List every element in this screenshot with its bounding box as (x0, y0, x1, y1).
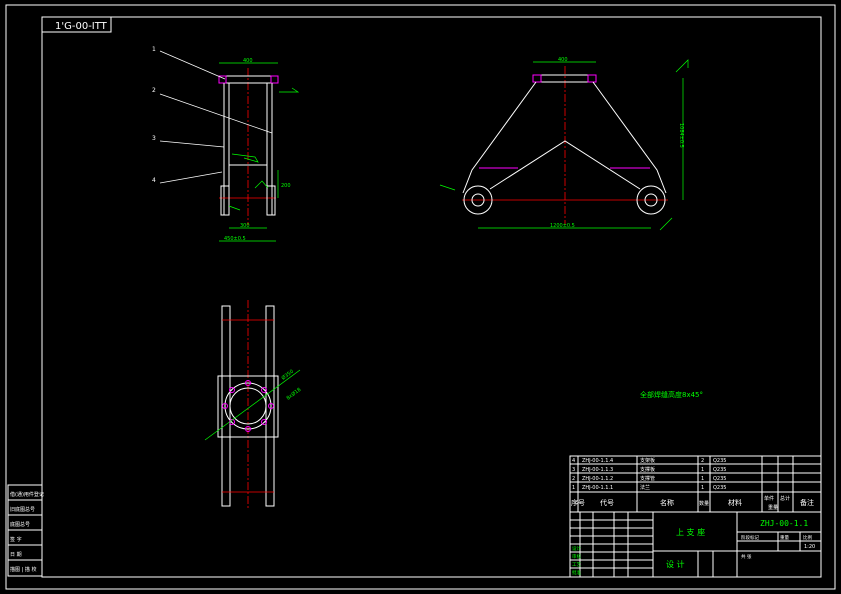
header-qty: 数量 (699, 500, 709, 507)
parts-list: 4 ZHJ-00-1.1.4 支架板 2 Q235 3 ZHJ-00-1.1.3… (569, 455, 822, 513)
tb-check: 审核 (572, 553, 581, 560)
side-view: 400 1084±0.5 1200±0.5 (439, 57, 689, 231)
tb-sheet: 共 张 (741, 553, 752, 560)
callout-3: 3 (152, 135, 156, 142)
part-row-0-item: 4 (572, 458, 575, 464)
header-item: 序号 (571, 498, 585, 507)
tb-stage: 阶段标记 (741, 534, 759, 541)
part-row-1-item: 3 (572, 467, 575, 473)
part-row-0-name: 支架板 (640, 457, 655, 464)
callout-2: 2 (152, 87, 156, 94)
strip-label-4: 日 期 (10, 552, 22, 558)
strip-label-0: 借(通)用件登记 (10, 491, 44, 498)
part-row-3-qty: 1 (701, 485, 704, 491)
part-row-2-item: 2 (572, 476, 575, 482)
outer-frame (5, 4, 836, 590)
dim-front-top: 400 (243, 58, 253, 64)
technical-note: 全部焊缝高度8x45° (640, 390, 703, 399)
dim-front-outer: 450±0.5 (224, 236, 246, 242)
strip-label-5: 描图 | 描 校 (10, 566, 36, 573)
title-block: 设计 审核 工艺 批准 上 支 座 设 计 ZHJ-00-1.1 阶段标记 重量… (569, 511, 822, 578)
part-row-1-material: Q235 (713, 467, 726, 473)
part-row-0-qty: 2 (701, 458, 704, 464)
tb-drawing-no: ZHJ-00-1.1 (760, 519, 808, 528)
tb-designer: 设计 (572, 545, 581, 552)
header-weight: 重量 (768, 504, 778, 511)
header-total: 总计 (780, 495, 790, 502)
callout-4: 4 (152, 177, 156, 184)
dim-front-inner: 300 (240, 223, 250, 229)
bolt-holes (222, 380, 274, 432)
tb-scale: 1:20 (804, 544, 815, 550)
part-row-1-code: ZHJ-00-1.1.3 (582, 467, 613, 473)
callout-1: 1 (152, 46, 156, 53)
front-view: 400 200 300 450±0.5 1 2 3 4 (152, 46, 300, 242)
part-row-3-item: 1 (572, 485, 575, 491)
part-row-0-code: ZHJ-00-1.1.4 (582, 458, 613, 464)
tb-scale-label: 比例 (803, 534, 812, 541)
dim-side-bottom: 1200±0.5 (550, 223, 575, 229)
part-row-2-qty: 1 (701, 476, 704, 482)
strip-label-2: 底图总号 (10, 521, 30, 528)
part-row-3-code: ZHJ-00-1.1.1 (582, 485, 613, 491)
drawing-number-box: 1'G-00-ITT (41, 16, 112, 33)
tb-weight: 重量 (780, 534, 789, 541)
tb-approve: 批准 (572, 569, 581, 576)
dim-side-height: 1084±0.5 (678, 123, 684, 148)
header-single: 单件 (764, 495, 774, 502)
strip-label-1: 旧底图总号 (10, 506, 35, 513)
strip-label-3: 签 字 (10, 536, 22, 543)
inner-frame (41, 16, 822, 578)
part-row-0-material: Q235 (713, 458, 726, 464)
dim-side-top: 400 (558, 57, 568, 63)
part-row-3-name: 法兰 (640, 484, 650, 491)
part-row-2-material: Q235 (713, 476, 726, 482)
plan-view: Ø350 8xØ18 (204, 300, 302, 508)
part-row-3-material: Q235 (713, 485, 726, 491)
header-material: 材料 (728, 498, 742, 507)
part-row-2-name: 支撑管 (640, 475, 655, 482)
tb-school: 设 计 (666, 559, 685, 569)
dim-front-right: 200 (281, 183, 291, 189)
part-row-2-code: ZHJ-00-1.1.2 (582, 476, 613, 482)
drawing-number-text: 1'G-00-ITT (55, 21, 108, 32)
weld-mark-right (270, 75, 279, 84)
tb-part-name: 上 支 座 (676, 527, 705, 537)
part-row-1-qty: 1 (701, 467, 704, 473)
dim-plan-bolts: 8xØ18 (285, 386, 302, 401)
header-remark: 备注 (800, 498, 814, 507)
left-strip: 借(通)用件登记 旧底图总号 底图总号 签 字 日 期 描图 | 描 校 (7, 484, 44, 577)
header-name: 名称 (660, 498, 674, 507)
part-row-1-name: 支撑板 (640, 466, 655, 473)
tb-process: 工艺 (572, 562, 581, 568)
header-code: 代号 (600, 498, 614, 507)
weld-mark-left (218, 75, 227, 84)
